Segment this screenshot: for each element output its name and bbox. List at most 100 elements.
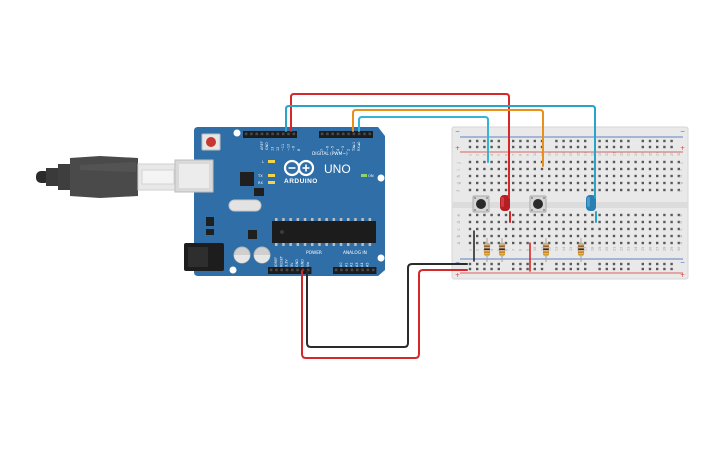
breadboard-hole[interactable] <box>490 160 493 164</box>
breadboard-hole[interactable] <box>576 160 580 164</box>
breadboard-hole[interactable] <box>627 188 630 192</box>
analog-header-socket[interactable] <box>361 268 364 272</box>
breadboard-hole[interactable] <box>605 227 608 231</box>
breadboard-hole[interactable] <box>591 241 594 245</box>
breadboard-hole[interactable] <box>627 234 630 238</box>
breadboard-hole[interactable] <box>677 234 680 238</box>
breadboard-hole[interactable] <box>476 234 479 238</box>
breadboard-hole[interactable] <box>576 234 580 238</box>
breadboard-hole[interactable] <box>519 213 522 217</box>
breadboard-hole[interactable] <box>648 262 652 266</box>
breadboard-hole[interactable] <box>512 174 515 178</box>
breadboard-hole[interactable] <box>476 213 479 217</box>
breadboard-hole[interactable] <box>641 262 644 266</box>
breadboard-hole[interactable] <box>670 267 673 271</box>
breadboard-hole[interactable] <box>504 167 508 171</box>
breadboard-hole[interactable] <box>497 220 500 224</box>
breadboard-hole[interactable] <box>584 267 587 271</box>
breadboard-hole[interactable] <box>641 160 644 164</box>
breadboard-hole[interactable] <box>483 213 486 217</box>
breadboard-hole[interactable] <box>612 234 616 238</box>
breadboard-hole[interactable] <box>576 174 580 178</box>
breadboard-hole[interactable] <box>548 167 551 171</box>
breadboard-hole[interactable] <box>533 139 536 143</box>
breadboard-hole[interactable] <box>562 139 565 143</box>
breadboard-hole[interactable] <box>605 160 608 164</box>
breadboard-hole[interactable] <box>670 139 673 143</box>
breadboard-hole[interactable] <box>476 181 479 185</box>
breadboard-hole[interactable] <box>490 220 493 224</box>
breadboard-hole[interactable] <box>540 174 544 178</box>
breadboard-hole[interactable] <box>656 139 659 143</box>
breadboard-hole[interactable] <box>648 167 652 171</box>
breadboard-hole[interactable] <box>663 160 666 164</box>
breadboard-hole[interactable] <box>526 139 529 143</box>
power-header-socket[interactable] <box>296 268 299 272</box>
breadboard-hole[interactable] <box>468 227 472 231</box>
breadboard-hole[interactable] <box>641 234 644 238</box>
breadboard-hole[interactable] <box>562 181 565 185</box>
breadboard-hole[interactable] <box>497 227 500 231</box>
breadboard-hole[interactable] <box>670 213 673 217</box>
breadboard-hole[interactable] <box>677 167 680 171</box>
breadboard-hole[interactable] <box>555 160 558 164</box>
breadboard-hole[interactable] <box>670 227 673 231</box>
breadboard-hole[interactable] <box>584 139 587 143</box>
pushbutton-1[interactable] <box>472 195 490 213</box>
breadboard-hole[interactable] <box>476 267 479 271</box>
digital-header-right-socket[interactable] <box>357 132 361 136</box>
breadboard-hole[interactable] <box>504 241 508 245</box>
breadboard-hole[interactable] <box>677 160 680 164</box>
breadboard-hole[interactable] <box>519 139 522 143</box>
breadboard-hole[interactable] <box>555 139 558 143</box>
breadboard-hole[interactable] <box>634 188 637 192</box>
breadboard-hole[interactable] <box>490 139 493 143</box>
digital-header-left-socket[interactable] <box>281 132 285 136</box>
breadboard-hole[interactable] <box>576 167 580 171</box>
breadboard-hole[interactable] <box>634 174 637 178</box>
breadboard-hole[interactable] <box>497 188 500 192</box>
breadboard-hole[interactable] <box>476 188 479 192</box>
breadboard-hole[interactable] <box>497 174 500 178</box>
power-header-socket[interactable] <box>275 268 278 272</box>
breadboard-hole[interactable] <box>584 241 587 245</box>
breadboard-hole[interactable] <box>476 160 479 164</box>
breadboard-hole[interactable] <box>627 167 630 171</box>
breadboard-hole[interactable] <box>555 145 558 149</box>
breadboard-hole[interactable] <box>648 227 652 231</box>
breadboard-hole[interactable] <box>634 213 637 217</box>
breadboard-hole[interactable] <box>562 234 565 238</box>
breadboard-hole[interactable] <box>512 241 515 245</box>
breadboard-hole[interactable] <box>540 241 544 245</box>
breadboard-hole[interactable] <box>497 234 500 238</box>
breadboard-hole[interactable] <box>468 174 472 178</box>
breadboard-hole[interactable] <box>504 227 508 231</box>
power-header-socket[interactable] <box>301 268 305 272</box>
breadboard-hole[interactable] <box>576 267 580 271</box>
breadboard-hole[interactable] <box>490 145 493 149</box>
breadboard-hole[interactable] <box>540 181 544 185</box>
breadboard-hole[interactable] <box>569 174 572 178</box>
breadboard-hole[interactable] <box>598 262 601 266</box>
breadboard-hole[interactable] <box>598 188 601 192</box>
breadboard-hole[interactable] <box>576 181 580 185</box>
breadboard-hole[interactable] <box>548 188 551 192</box>
breadboard-hole[interactable] <box>591 174 594 178</box>
breadboard-hole[interactable] <box>562 174 565 178</box>
breadboard-hole[interactable] <box>533 181 536 185</box>
breadboard-hole[interactable] <box>663 220 666 224</box>
breadboard-hole[interactable] <box>620 167 623 171</box>
digital-header-left-socket[interactable] <box>260 132 264 136</box>
breadboard-hole[interactable] <box>483 139 486 143</box>
breadboard-hole[interactable] <box>620 220 623 224</box>
breadboard-hole[interactable] <box>648 181 652 185</box>
breadboard-hole[interactable] <box>620 160 623 164</box>
breadboard-hole[interactable] <box>490 227 493 231</box>
breadboard-hole[interactable] <box>490 267 493 271</box>
breadboard-hole[interactable] <box>634 160 637 164</box>
analog-header-socket[interactable] <box>340 268 343 272</box>
breadboard-hole[interactable] <box>483 174 486 178</box>
breadboard-hole[interactable] <box>504 188 508 192</box>
breadboard-hole[interactable] <box>533 145 536 149</box>
breadboard-hole[interactable] <box>490 234 493 238</box>
